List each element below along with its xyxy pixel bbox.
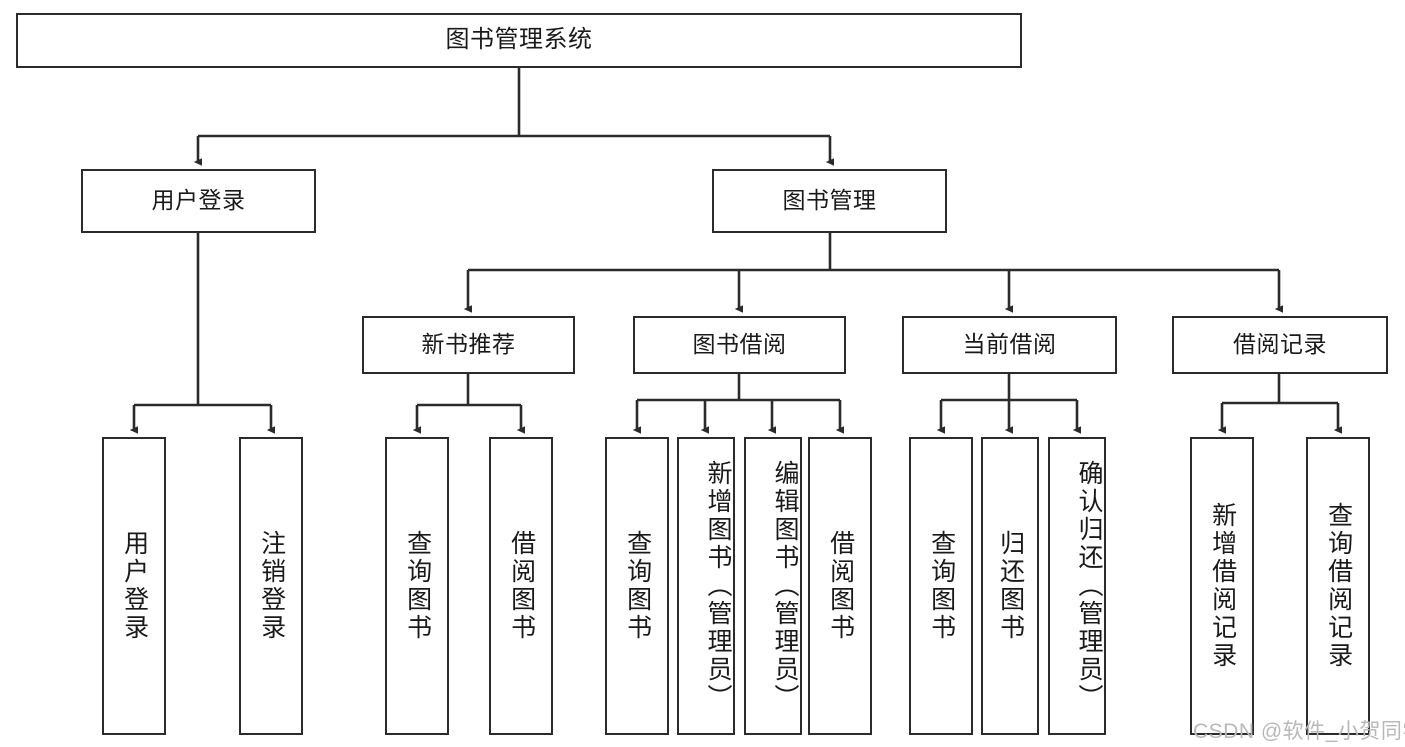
leaf-confirm-return-admin[interactable]: 确认归还（管理员） (1048, 437, 1106, 735)
node-borrow-record[interactable]: 借阅记录 (1172, 316, 1388, 374)
leaf-logout-login[interactable]: 注销登录 (239, 437, 303, 735)
leaf-query-book-recommend[interactable]: 查询图书 (385, 437, 449, 735)
leaf-return-book[interactable]: 归还图书 (981, 437, 1039, 735)
leaf-edit-book-admin[interactable]: 编辑图书（管理员） (744, 437, 802, 735)
node-user-login[interactable]: 用户登录 (81, 169, 316, 233)
leaf-query-book-current[interactable]: 查询图书 (909, 437, 973, 735)
leaf-borrow-book-recommend[interactable]: 借阅图书 (489, 437, 553, 735)
leaf-user-login[interactable]: 用户登录 (102, 437, 166, 735)
leaf-query-borrow-record[interactable]: 查询借阅记录 (1306, 437, 1370, 735)
leaf-query-book-borrow[interactable]: 查询图书 (605, 437, 669, 735)
leaf-borrow-book[interactable]: 借阅图书 (808, 437, 872, 735)
node-new-book-recommend[interactable]: 新书推荐 (362, 316, 575, 374)
node-root-system[interactable]: 图书管理系统 (16, 13, 1022, 68)
node-current-borrow[interactable]: 当前借阅 (902, 316, 1117, 374)
node-book-borrow[interactable]: 图书借阅 (633, 316, 846, 374)
csdn-watermark: CSDN @软件_小贺同学 (1193, 720, 1405, 743)
node-book-management[interactable]: 图书管理 (712, 169, 947, 233)
leaf-add-borrow-record[interactable]: 新增借阅记录 (1190, 437, 1254, 735)
leaf-add-book-admin[interactable]: 新增图书（管理员） (677, 437, 735, 735)
